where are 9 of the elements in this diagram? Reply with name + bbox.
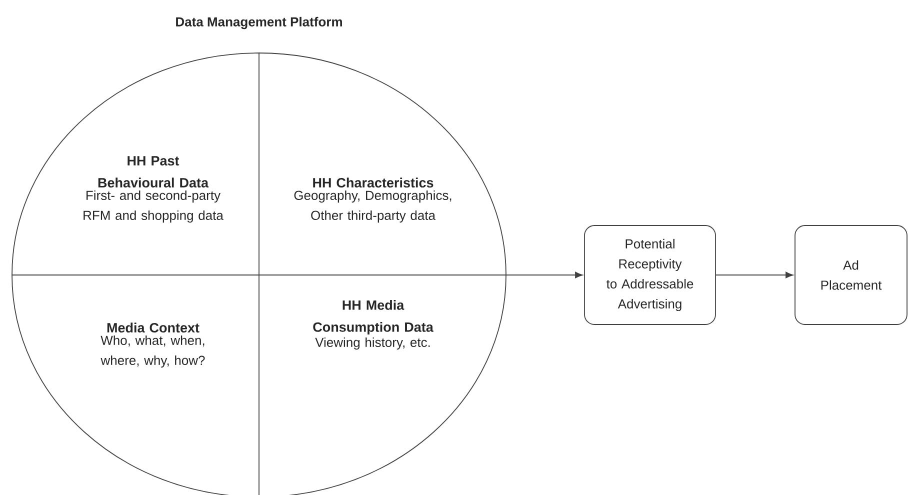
heading: Data Management Platform bbox=[176, 16, 342, 30]
quadrant-text: HH Characteristics Geography, Demographics, Other third-party data bbox=[294, 178, 452, 223]
quadrant-text: Media Context Who, what, when, where, why, how? bbox=[100, 322, 205, 368]
quadrant-text: HH Media Consumption Data Viewing history, etc. bbox=[313, 300, 434, 350]
process-box: Potential Receptivity to Addressable Advertising bbox=[584, 225, 716, 325]
arrow bbox=[716, 272, 794, 278]
quadrant-text: HH Past Behavioural Data First- and second-party RFM and shopping data bbox=[84, 156, 224, 223]
process-box: Ad Placement bbox=[794, 225, 908, 325]
arrow bbox=[506, 272, 583, 278]
